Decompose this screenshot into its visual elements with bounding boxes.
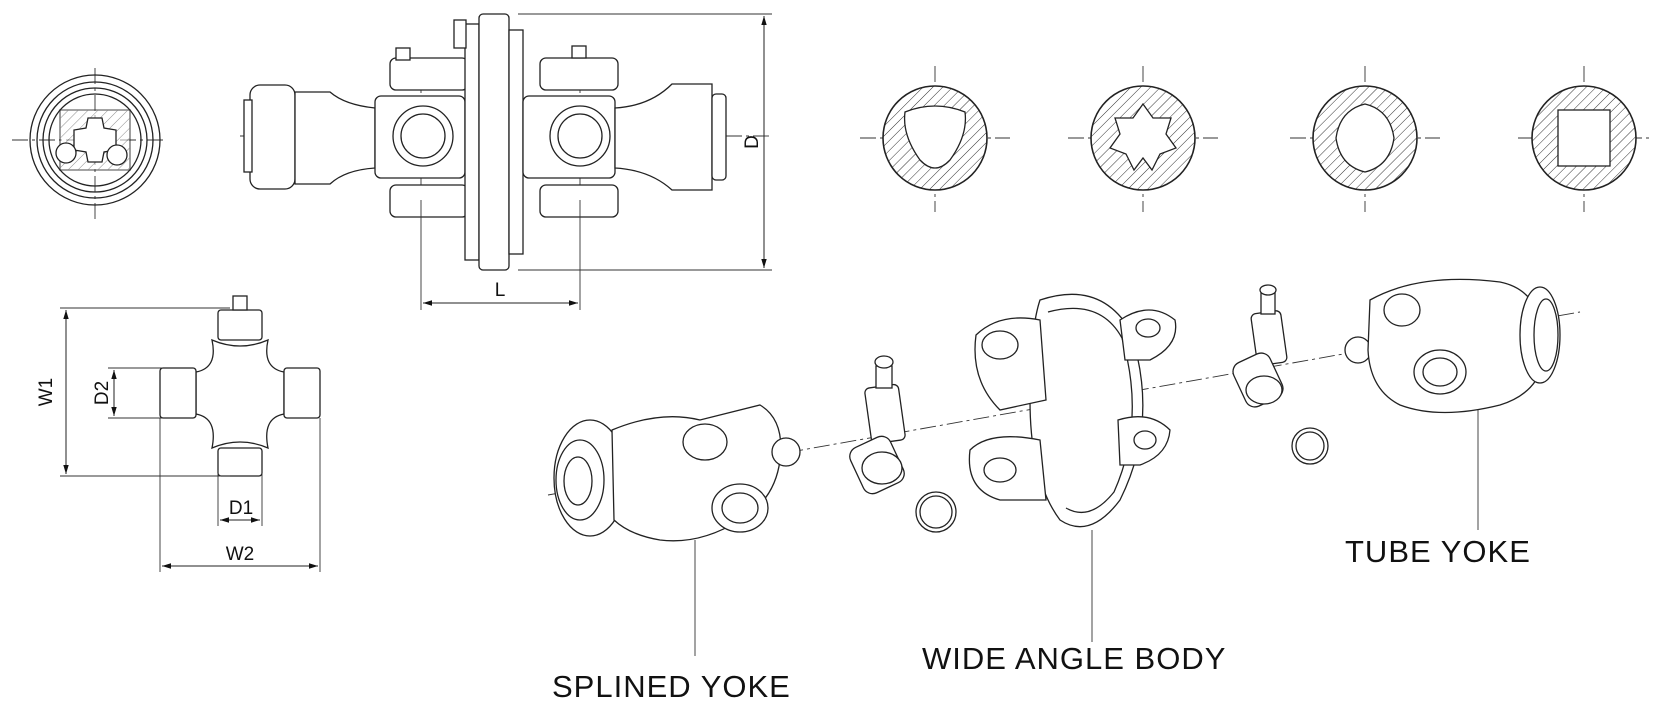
cross-journal-2 bbox=[1232, 284, 1329, 465]
bore-profile-triangular bbox=[860, 66, 1010, 212]
callout-splined-yoke: SPLINED YOKE bbox=[552, 669, 791, 704]
cross-kit-drawing: W1 D2 D1 W2 bbox=[36, 295, 321, 572]
dim-label-d: D bbox=[742, 135, 763, 149]
bore-profile-star bbox=[1068, 66, 1218, 212]
callout-wide-angle-body: WIDE ANGLE BODY bbox=[922, 641, 1226, 676]
wide-angle-body-part bbox=[968, 293, 1177, 528]
end-view-drawing bbox=[12, 68, 165, 222]
dim-label-w2: W2 bbox=[226, 544, 255, 565]
side-view-drawing: D L bbox=[240, 13, 772, 310]
dim-label-w1: W1 bbox=[36, 378, 57, 407]
dim-label-d2: D2 bbox=[92, 381, 113, 405]
bore-profile-lemon bbox=[1290, 66, 1440, 212]
exploded-assembly-view bbox=[547, 278, 1581, 656]
dim-label-l: L bbox=[495, 280, 506, 301]
callout-tube-yoke: TUBE YOKE bbox=[1345, 534, 1531, 569]
dim-label-d1: D1 bbox=[229, 498, 253, 519]
splined-yoke-part bbox=[553, 404, 801, 542]
tube-yoke-part bbox=[1344, 278, 1561, 414]
cross-journal-1 bbox=[849, 355, 957, 533]
bore-profile-square bbox=[1518, 66, 1650, 212]
